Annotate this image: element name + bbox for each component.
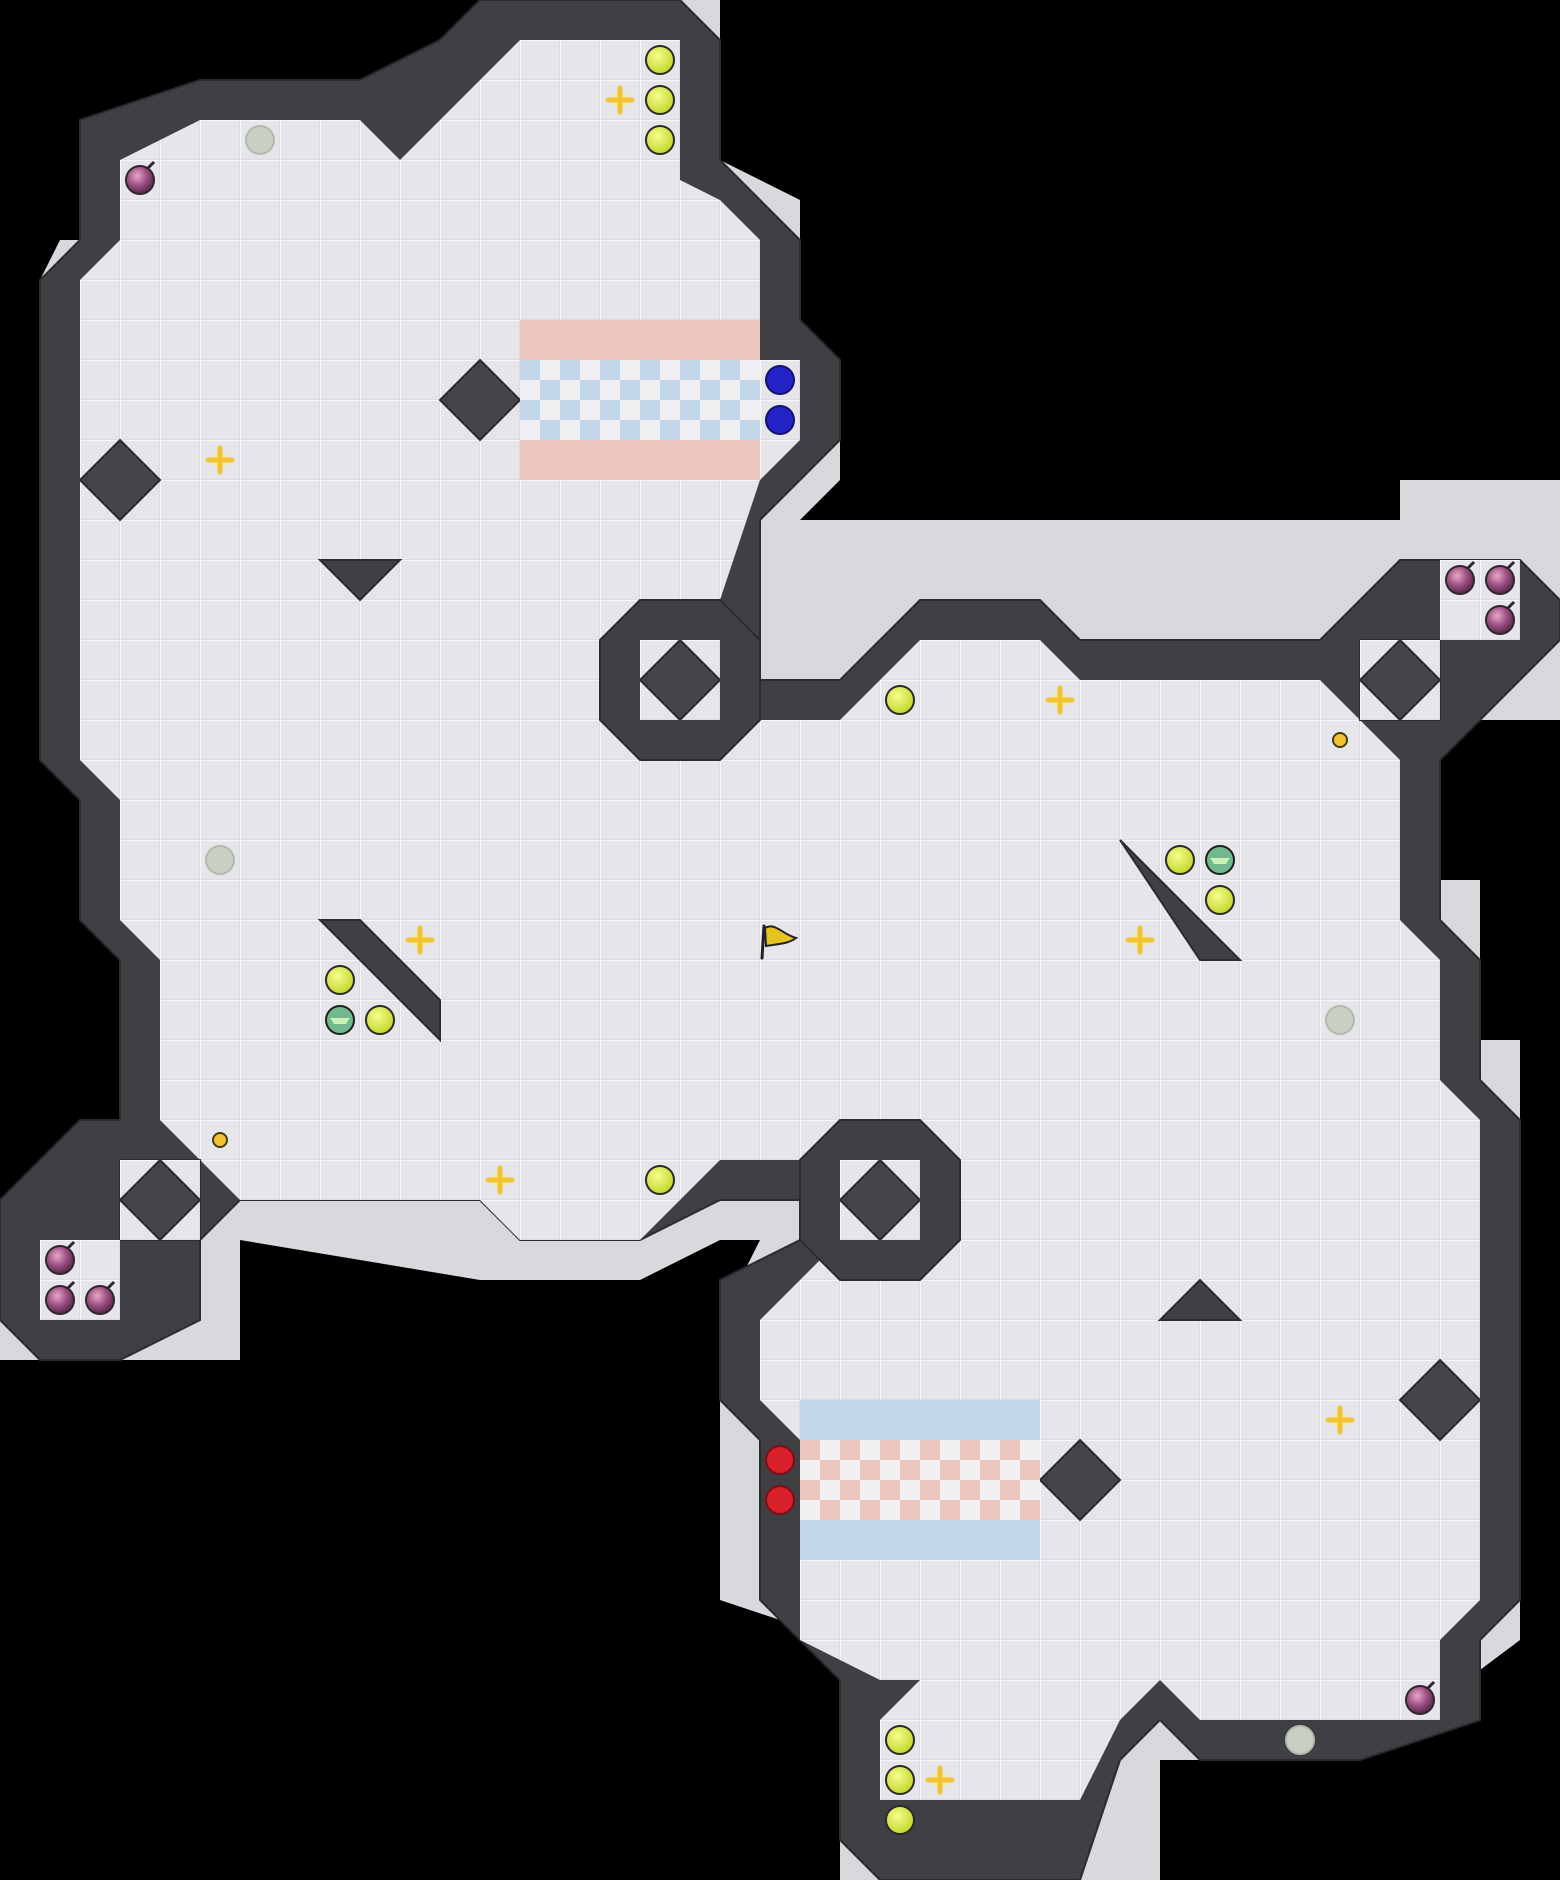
portal-icon <box>78 438 162 522</box>
red-end-zone-top <box>520 320 760 480</box>
boosts <box>205 85 1355 1795</box>
gate-buttons <box>212 732 1348 1148</box>
portal-icon <box>838 1158 922 1242</box>
boost-pad-icon <box>485 1165 515 1195</box>
boost-pad-icon <box>405 925 435 955</box>
powerup-icon <box>365 1005 395 1035</box>
powerup-icon <box>885 1805 915 1835</box>
bomb-icon <box>125 160 156 195</box>
boost-pad-icon <box>1045 685 1075 715</box>
bomb-icon <box>1445 560 1476 595</box>
blue-spawn <box>765 365 795 395</box>
portals <box>78 358 1482 1522</box>
portal-icon <box>1398 1358 1482 1442</box>
spawns <box>765 365 795 1515</box>
boost-pad-icon <box>1125 925 1155 955</box>
bomb-icon <box>45 1280 76 1315</box>
spawn-tile-icon <box>245 125 275 155</box>
powerup-icon <box>645 125 675 155</box>
boost-pad-icon <box>205 445 235 475</box>
spawn-tile-icon <box>1285 1725 1315 1755</box>
powerup-icon <box>645 45 675 75</box>
portal-icon <box>638 638 722 722</box>
powerup-icon <box>885 685 915 715</box>
jukejuice <box>325 845 1235 1035</box>
blue-end-zone-bottom <box>800 1400 1040 1560</box>
red-spawn <box>765 1445 795 1475</box>
bomb-icon <box>1485 560 1516 595</box>
bomb-icon <box>85 1280 116 1315</box>
bomb-icon <box>45 1240 76 1275</box>
floor-area <box>80 40 1480 1800</box>
boost-pad-icon <box>605 85 635 115</box>
powerup-icon <box>1165 845 1195 875</box>
powerup-icon <box>325 965 355 995</box>
powerups <box>325 45 1235 1835</box>
button-icon <box>1332 732 1348 748</box>
powerup-icon <box>885 1725 915 1755</box>
button-icon <box>212 1132 228 1148</box>
powerup-icon <box>645 1165 675 1195</box>
portal-icon <box>1358 638 1442 722</box>
bombs <box>45 160 1516 1715</box>
spawn-tile-icon <box>205 845 235 875</box>
blue-spawn <box>765 405 795 435</box>
spawn-tiles <box>205 125 1355 1755</box>
bomb-icon <box>1485 600 1516 635</box>
bomb-icon <box>1405 1680 1436 1715</box>
boost-pad-icon <box>925 1765 955 1795</box>
boost-pad-icon <box>1325 1405 1355 1435</box>
portal-icon <box>1038 1438 1122 1522</box>
powerup-icon <box>645 85 675 115</box>
flag-icon <box>760 924 799 960</box>
spawn-tile-icon <box>1325 1005 1355 1035</box>
powerup-icon <box>885 1765 915 1795</box>
portal-icon <box>118 1158 202 1242</box>
powerup-icon <box>1205 885 1235 915</box>
portal-icon <box>438 358 522 442</box>
red-spawn <box>765 1485 795 1515</box>
